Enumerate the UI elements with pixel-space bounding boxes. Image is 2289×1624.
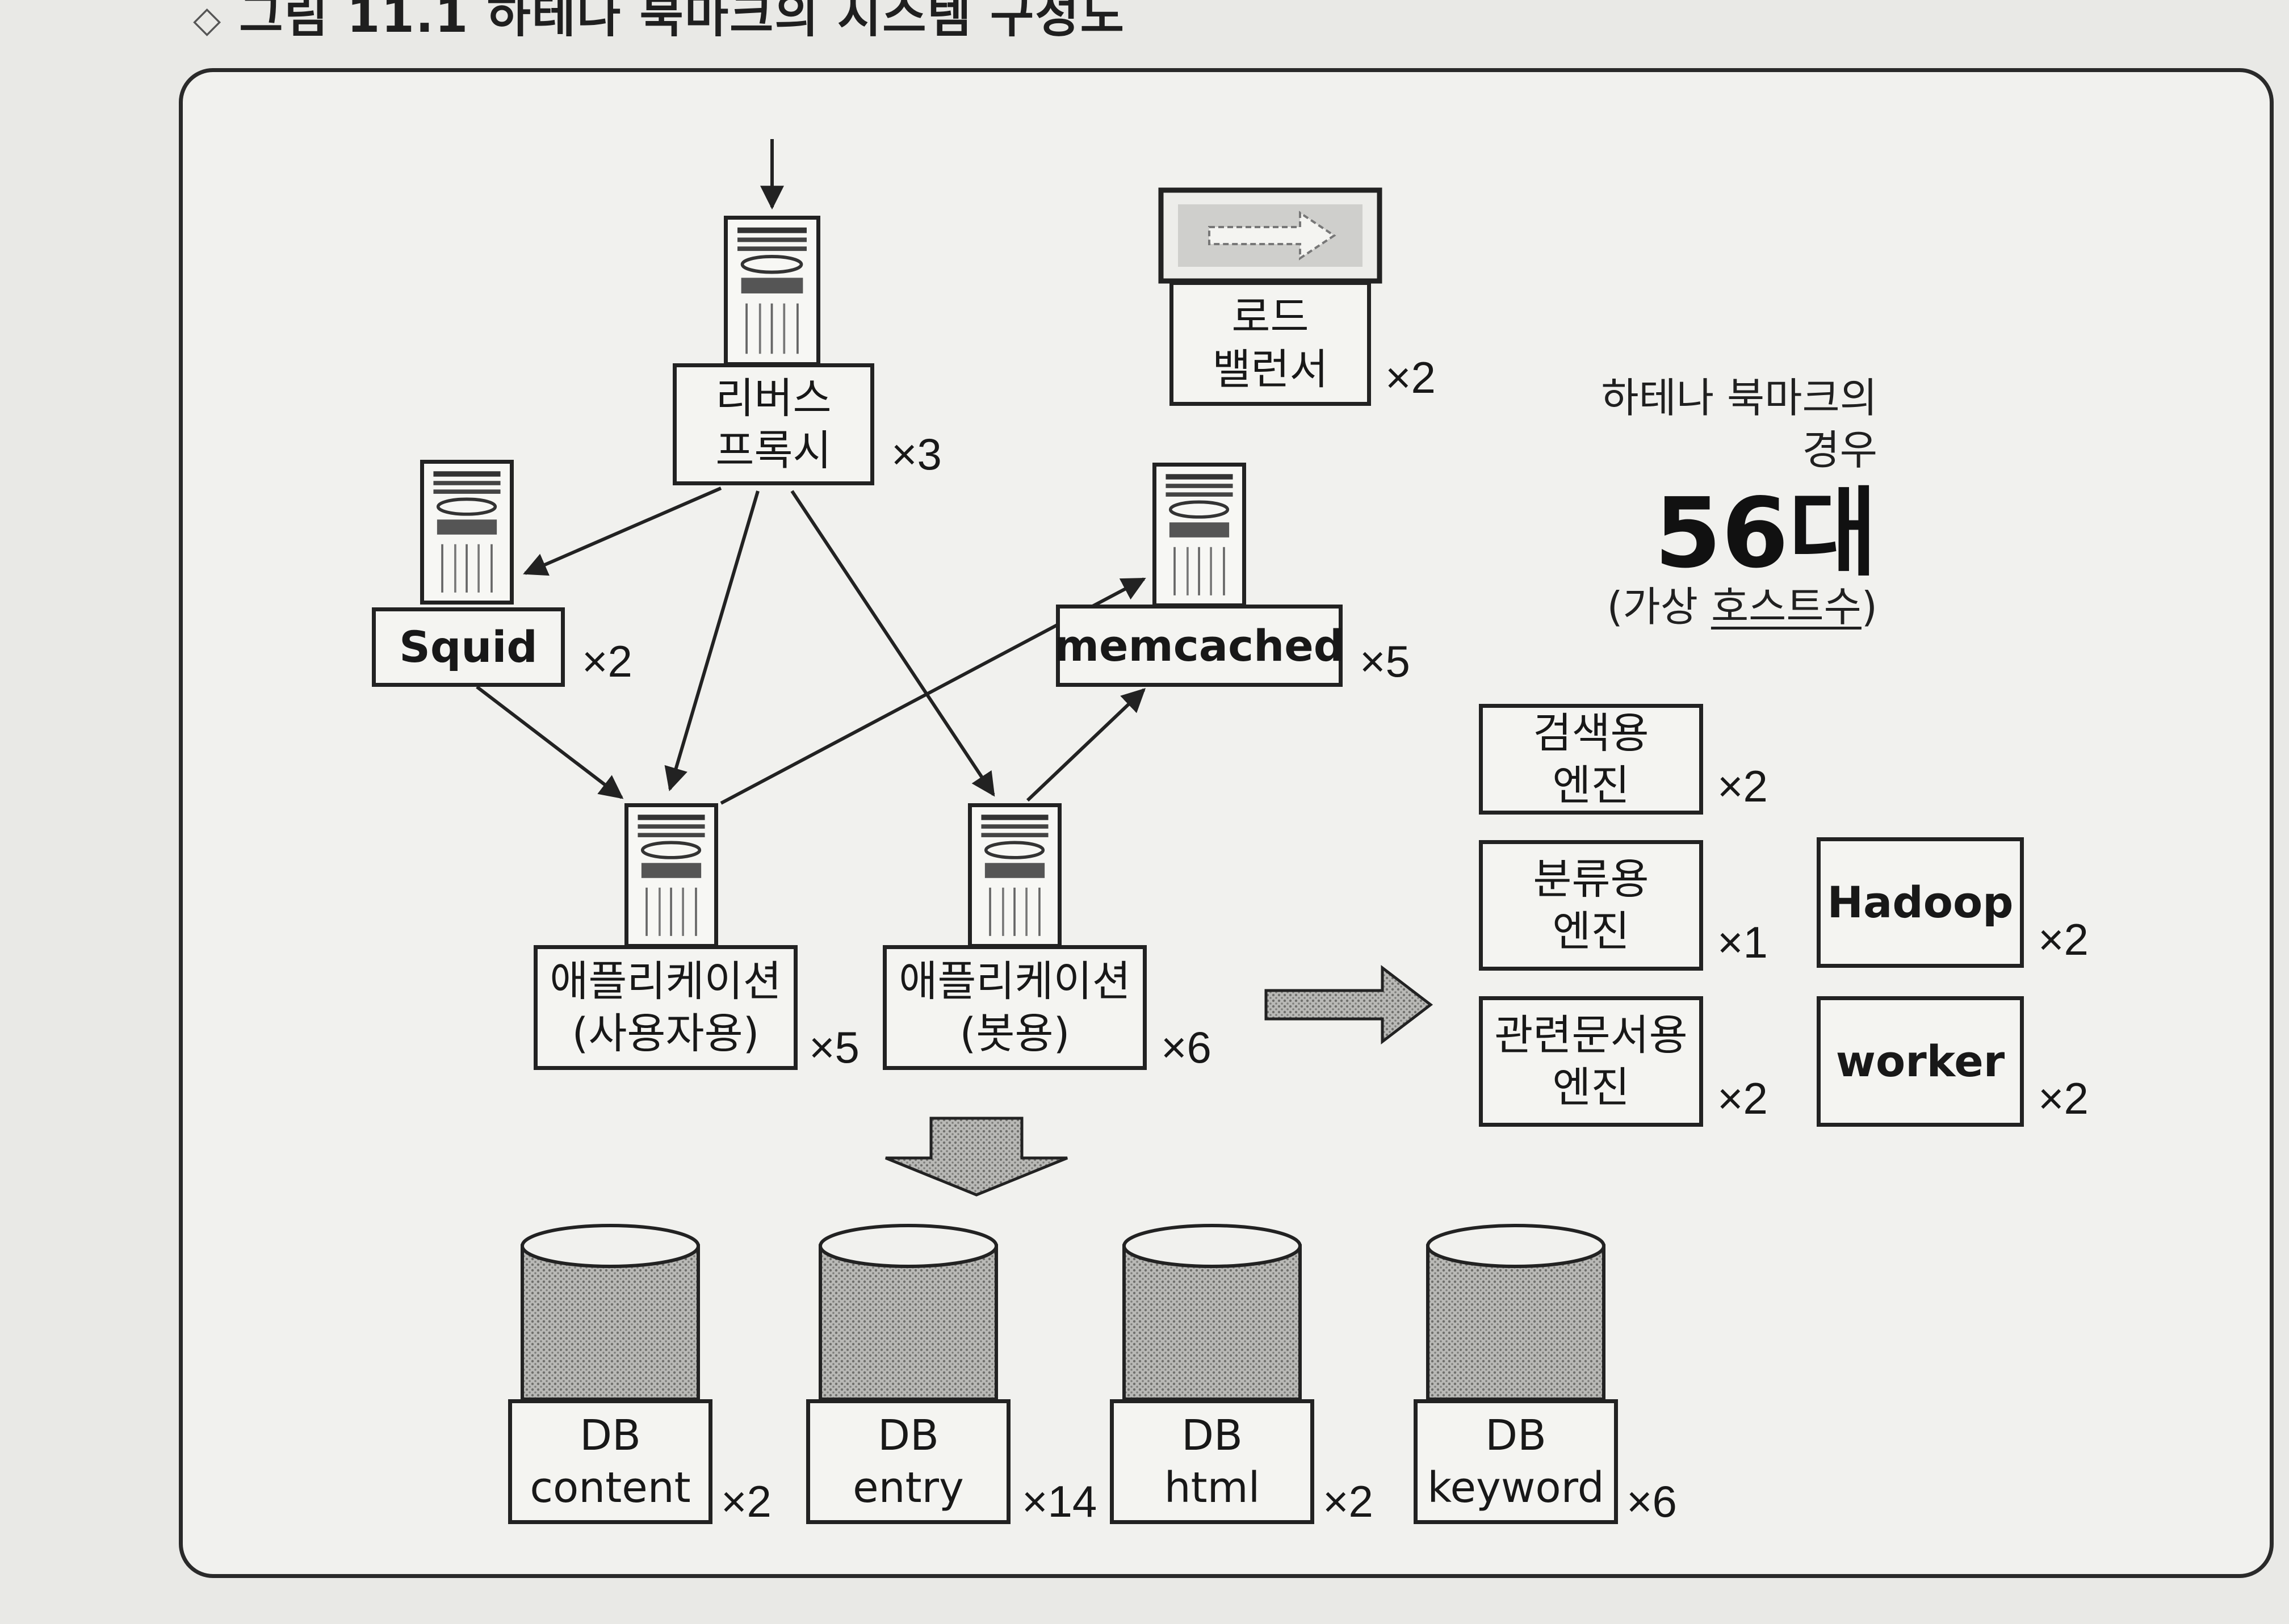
app-bot-line1: 애플리케이션: [899, 957, 1131, 1006]
db-html-label-box: DB html: [1110, 1399, 1314, 1524]
app-user-line2: (사용자용): [572, 1009, 760, 1058]
db-cylinder-icon: [819, 1224, 998, 1401]
app-bot-count: ×6: [1161, 1022, 1211, 1072]
caption-text: 그림 11.1 하테나 북마크의 시스템 구성도: [239, 0, 1125, 43]
squid-label: Squid: [399, 622, 538, 672]
db-cylinder-icon: [521, 1224, 700, 1401]
app-to-db-arrow: [885, 1117, 1068, 1197]
db-label-line1: DB: [878, 1411, 939, 1460]
engine-label-line2: 엔진: [1552, 1063, 1630, 1112]
engine-label-line2: 엔진: [1552, 761, 1630, 810]
worker-box: worker: [1817, 996, 2024, 1127]
db-entry-count: ×14: [1022, 1476, 1097, 1526]
note-label: 하테나 북마크의 경우: [1601, 372, 1877, 476]
db-label-line2: entry: [853, 1463, 964, 1512]
db-content-label-box: DB content: [508, 1399, 712, 1524]
squid-box: Squid: [372, 607, 565, 687]
load-balancer-line1: 로드: [1231, 293, 1309, 342]
server-icon-app-user: [624, 803, 718, 948]
note-line2: 경우: [1802, 426, 1877, 474]
app-bot-box: 애플리케이션 (봇용): [883, 945, 1147, 1070]
engine-classify-count: ×1: [1717, 917, 1768, 967]
db-keyword: DB keyword: [1414, 1223, 1618, 1552]
db-html-count: ×2: [1323, 1476, 1373, 1526]
memcached-count: ×5: [1360, 636, 1410, 686]
db-keyword-label-box: DB keyword: [1414, 1399, 1618, 1524]
engine-classify-box: 분류용 엔진: [1479, 840, 1703, 971]
db-keyword-count: ×6: [1626, 1476, 1677, 1526]
edge-proxy-app-user: [664, 490, 760, 792]
db-html: DB html: [1110, 1223, 1314, 1552]
db-cylinder-icon: [1122, 1224, 1302, 1401]
db-entry: DB entry: [806, 1223, 1011, 1552]
reverse-proxy-box: 리버스 프록시: [673, 363, 874, 485]
hadoop-count: ×2: [2038, 914, 2089, 964]
load-balancer-line2: 밸런서: [1212, 345, 1328, 394]
app-bot-line2: (봇용): [959, 1009, 1070, 1058]
engine-related-box: 관련문서용 엔진: [1479, 996, 1703, 1127]
host-total-caption: (가상 호스트수): [1607, 573, 1877, 633]
db-content-count: ×2: [721, 1476, 772, 1526]
db-entry-label-box: DB entry: [806, 1399, 1011, 1524]
squid-count: ×2: [582, 636, 632, 686]
load-balancer-count: ×2: [1385, 353, 1436, 402]
memcached-box: memcached: [1054, 605, 1345, 687]
caption-marker: ◇: [193, 0, 223, 41]
host-total: 56대: [1654, 477, 1877, 590]
hadoop-box: Hadoop: [1817, 837, 2024, 968]
engine-search-box: 검색용 엔진: [1479, 704, 1703, 815]
engine-label-line1: 관련문서용: [1494, 1011, 1688, 1060]
edge-proxy-squid: [523, 486, 722, 576]
note-paren-close: ): [1861, 583, 1877, 631]
edge-app-bot-memcached: [1026, 688, 1146, 802]
db-label-line2: content: [530, 1463, 691, 1512]
note-line1: 하테나 북마크의: [1601, 374, 1877, 422]
reverse-proxy-count: ×3: [891, 429, 942, 479]
edge-squid-app-user: [476, 685, 624, 799]
db-label-line1: DB: [580, 1411, 641, 1460]
engine-label-line2: 엔진: [1552, 907, 1630, 956]
engine-related-count: ×2: [1717, 1073, 1768, 1123]
app-user-box: 애플리케이션 (사용자용): [534, 945, 798, 1070]
hadoop-label: Hadoop: [1827, 877, 2014, 928]
server-icon-reverse-proxy: [724, 216, 820, 366]
load-balancer-arrow-icon: [1208, 211, 1336, 261]
server-icon-memcached: [1152, 463, 1246, 607]
engine-label-line1: 분류용: [1533, 855, 1649, 904]
db-label-line2: keyword: [1427, 1463, 1604, 1512]
engine-search-count: ×2: [1717, 761, 1768, 811]
db-label-line1: DB: [1485, 1411, 1546, 1460]
server-icon-squid: [420, 460, 514, 605]
app-user-line1: 애플리케이션: [550, 957, 782, 1006]
figure-caption: ◇ 그림 11.1 하테나 북마크의 시스템 구성도: [193, 0, 1125, 46]
load-balancer-box: 로드 밸런서: [1169, 281, 1371, 406]
app-user-count: ×5: [809, 1022, 860, 1072]
db-label-line2: html: [1164, 1463, 1260, 1512]
memcached-label: memcached: [1054, 620, 1345, 671]
reverse-proxy-line1: 리버스: [715, 374, 832, 423]
edge-proxy-app-bot: [790, 490, 995, 797]
note-paren-open: (가상: [1607, 583, 1711, 631]
engine-label-line1: 검색용: [1533, 708, 1649, 758]
db-cylinder-icon: [1426, 1224, 1605, 1401]
db-content: DB content: [508, 1223, 712, 1552]
note-paren-underlined: 호스트수: [1711, 583, 1862, 631]
app-to-engines-arrow: [1264, 964, 1433, 1045]
db-label-line1: DB: [1181, 1411, 1243, 1460]
server-icon-app-bot: [968, 803, 1062, 948]
worker-count: ×2: [2038, 1073, 2089, 1123]
reverse-proxy-line2: 프록시: [715, 426, 832, 475]
worker-label: worker: [1835, 1036, 2005, 1086]
